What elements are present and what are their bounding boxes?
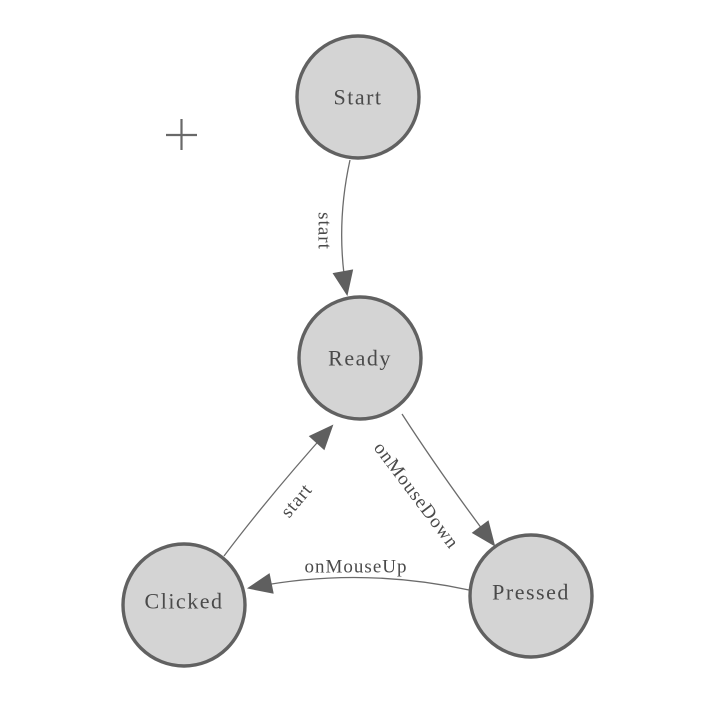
- state-node-ready[interactable]: Ready: [297, 295, 423, 421]
- state-label-pressed: Pressed: [492, 580, 570, 605]
- edge-start-to-ready[interactable]: [332, 159, 354, 297]
- edge-label-start-left: start: [277, 480, 317, 522]
- state-label-clicked: Clicked: [145, 589, 224, 614]
- state-label-start: Start: [333, 85, 382, 110]
- edge-clicked-to-ready[interactable]: [223, 424, 334, 557]
- edge-label-onmouseup: onMouseUp: [305, 557, 408, 578]
- transition-edges: [223, 159, 496, 594]
- state-node-start[interactable]: Start: [295, 34, 421, 160]
- plus-icon[interactable]: [166, 119, 197, 150]
- edge-label-start-top: start: [313, 212, 334, 250]
- state-label-ready: Ready: [328, 346, 392, 371]
- edge-pressed-to-clicked[interactable]: [246, 573, 470, 594]
- edge-ready-to-pressed[interactable]: [401, 413, 496, 547]
- state-node-pressed[interactable]: Pressed: [468, 533, 594, 659]
- state-node-clicked[interactable]: Clicked: [121, 542, 247, 668]
- edge-label-onmousedown: onMouseDown: [369, 438, 463, 553]
